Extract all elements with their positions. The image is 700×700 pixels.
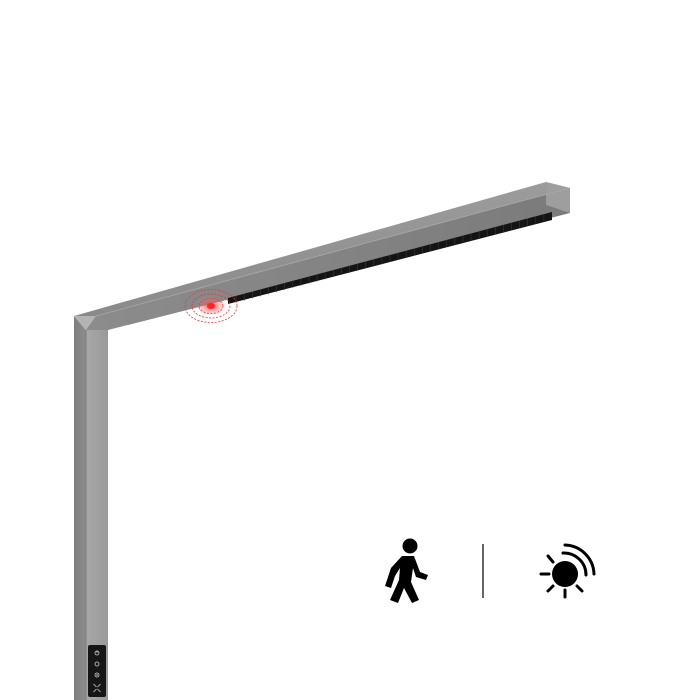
sensor-mode-icon (93, 683, 101, 693)
lamp-arm (74, 182, 571, 330)
touch-control-panel (88, 645, 106, 697)
brightness-icon (94, 672, 100, 678)
lamp-pole (74, 316, 108, 700)
dim-icon (94, 661, 100, 667)
walking-person-icon (385, 538, 428, 603)
sun-daylight-sensor-icon (539, 543, 596, 599)
sensor-pulse-icon (184, 289, 238, 323)
led-louver (228, 212, 552, 304)
